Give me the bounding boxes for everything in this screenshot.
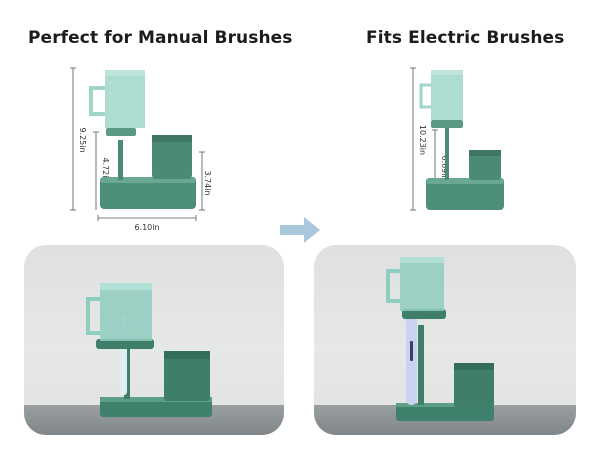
- total-height-line: [70, 67, 76, 211]
- electric-stand-product: [419, 70, 504, 210]
- electric-total-height-line: [410, 67, 416, 211]
- holder-height-line: [199, 151, 205, 211]
- stand-height-line: [93, 131, 99, 210]
- manual-brush-photo: [24, 245, 284, 435]
- electric-stand-photo-product: [386, 257, 494, 421]
- electric-total-height-label: 10.23in: [418, 125, 427, 155]
- electric-brushes-heading: Fits Electric Brushes: [366, 28, 565, 48]
- base-width-label: 6.10in: [134, 223, 159, 232]
- holder-height-label: 3.74in: [203, 170, 212, 195]
- manual-stand-product: [89, 70, 196, 209]
- electric-dimension-diagram: 10.23in 6.69in: [410, 67, 504, 211]
- electric-brush-photo: [314, 245, 576, 435]
- stand-height-label: 4.72in: [101, 157, 110, 182]
- manual-brushes-heading: Perfect for Manual Brushes: [28, 28, 293, 48]
- total-height-label: 9.25in: [78, 127, 87, 152]
- electric-stand-height-label: 6.69in: [440, 155, 449, 180]
- manual-dimension-diagram: 9.25in 4.72in 3.74in 6.10in: [70, 67, 212, 232]
- right-arrow-icon: [280, 217, 320, 243]
- manual-stand-photo-product: [86, 283, 212, 417]
- base-width-line: [97, 215, 197, 221]
